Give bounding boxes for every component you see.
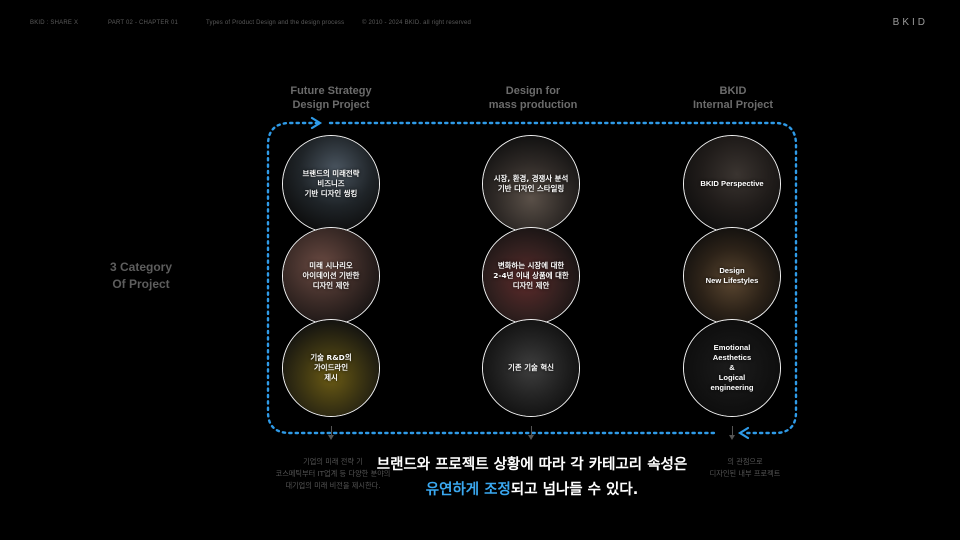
- header-brand-crumb: BKID : SHARE X: [30, 20, 79, 26]
- circle-label: Design New Lifestyles: [705, 266, 759, 285]
- circle-emotional-aesthetics: Emotional Aesthetics & Logical engineeri…: [683, 319, 781, 417]
- description-internal-project: 의 관점으로 디자인된 내부 프로젝트: [709, 457, 781, 478]
- column-heading-mass-production: Design for mass production: [488, 85, 578, 111]
- circle-future-scenario: 미래 시나리오 아이데이션 기반한 디자인 제안: [282, 227, 380, 325]
- down-arrow-icon: [729, 426, 735, 440]
- circle-label: 기술 R&D의 가이드라인 제시: [310, 353, 352, 382]
- column-heading-internal-project: BKID Internal Project: [692, 85, 774, 111]
- circle-bkid-perspective: BKID Perspective: [683, 135, 781, 233]
- circle-changing-market: 변화하는 시장에 대한 2-4년 이내 상품에 대한 디자인 제안: [482, 227, 580, 325]
- loop-arrow-left-icon: [737, 426, 750, 440]
- circle-label: 시장, 환경, 경쟁사 분석 기반 디자인 스타일링: [493, 174, 569, 193]
- side-title: 3 Category Of Project: [109, 260, 173, 291]
- down-arrow-icon: [528, 426, 534, 440]
- header-topic: Types of Product Design and the design p…: [206, 20, 345, 26]
- bkid-logo: BKID: [892, 17, 928, 28]
- circle-tech-innovation: 기존 기술 혁신: [482, 319, 580, 417]
- caption-highlight: 유연하게 조정: [425, 482, 511, 498]
- circle-brand-future-strategy: 브랜드의 미래전략 비즈니즈 기반 디자인 씽킹: [282, 135, 380, 233]
- dotted-loop-path-top: [328, 121, 798, 435]
- circle-label: BKID Perspective: [700, 179, 764, 188]
- header-copyright: © 2010 - 2024 BKID. all right reserved: [362, 20, 472, 26]
- down-arrow-icon: [328, 426, 334, 440]
- circle-new-lifestyles: Design New Lifestyles: [683, 227, 781, 325]
- loop-arrow-right-icon: [310, 116, 323, 130]
- caption-line-1: 브랜드와 프로젝트 상황에 따라 각 카테고리 속성은: [376, 457, 688, 473]
- header-part: PART 02 - CHAPTER 01: [108, 20, 179, 26]
- circle-label: 미래 시나리오 아이데이션 기반한 디자인 제안: [302, 261, 360, 290]
- circle-label: 기존 기술 혁신: [508, 363, 554, 372]
- caption-line-2-rest: 되고 넘나들 수 있다.: [510, 482, 639, 498]
- circle-label: 브랜드의 미래전략 비즈니즈 기반 디자인 씽킹: [302, 169, 360, 198]
- caption-subtitle: 브랜드와 프로젝트 상황에 따라 각 카테고리 속성은 유연하게 조정되고 넘나…: [0, 453, 960, 503]
- circle-market-analysis: 시장, 환경, 경쟁사 분석 기반 디자인 스타일링: [482, 135, 580, 233]
- column-heading-future-strategy: Future Strategy Design Project: [290, 85, 372, 111]
- description-future-strategy: 기업의 미래 전략 기 코스메틱부터 IT업계 등 다양한 분야의 대기업의 미…: [275, 457, 391, 490]
- circle-tech-rnd: 기술 R&D의 가이드라인 제시: [282, 319, 380, 417]
- circle-label: 변화하는 시장에 대한 2-4년 이내 상품에 대한 디자인 제안: [493, 261, 569, 290]
- circle-label: Emotional Aesthetics & Logical engineeri…: [710, 343, 754, 392]
- caption-line-2: 유연하게 조정되고 넘나들 수 있다.: [0, 478, 960, 503]
